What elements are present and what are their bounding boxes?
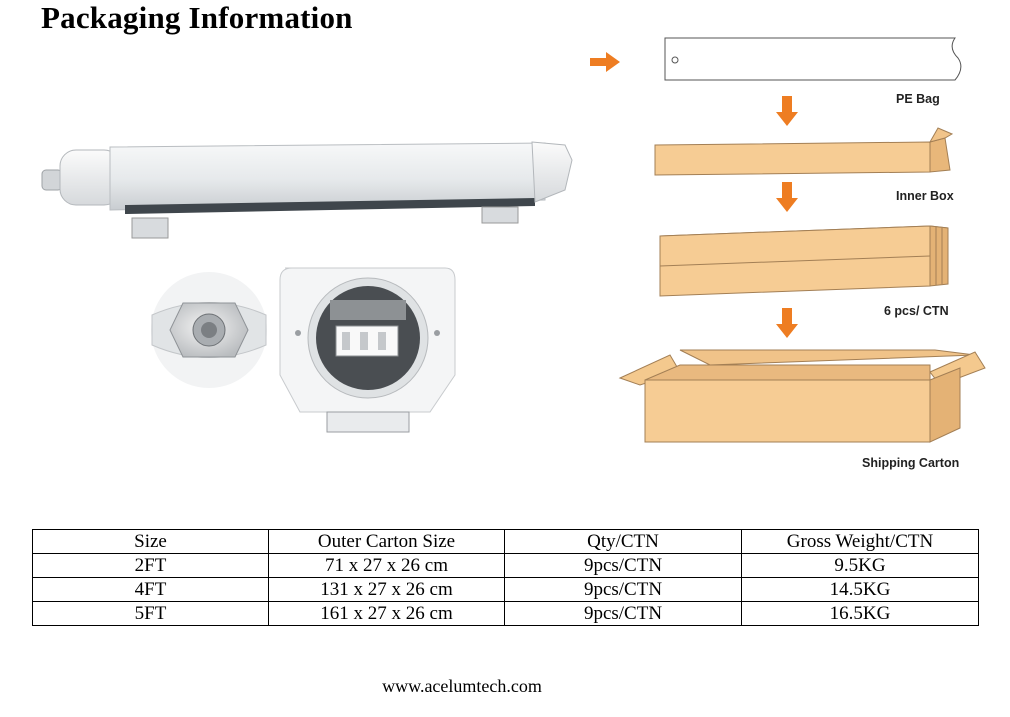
- table-header-row: Size Outer Carton Size Qty/CTN Gross Wei…: [32, 529, 979, 554]
- arrow-down-icon: [776, 308, 798, 338]
- table-row: 5FT 161 x 27 x 26 cm 9pcs/CTN 16.5KG: [32, 601, 979, 626]
- six-pcs-carton-graphic: [659, 225, 949, 297]
- step-label-inner-box: Inner Box: [896, 189, 954, 203]
- cell-outer-carton-size: 131 x 27 x 26 cm: [268, 577, 505, 602]
- tube-body: [109, 142, 546, 211]
- cell-outer-carton-size: 71 x 27 x 26 cm: [268, 553, 505, 578]
- cell-gross-weight: 16.5KG: [741, 601, 979, 626]
- header-outer-carton-size: Outer Carton Size: [268, 529, 505, 554]
- tube-base-strip: [125, 198, 535, 214]
- bracket: [326, 411, 410, 433]
- arrow-down-icon: [776, 96, 798, 126]
- led-tube-fixture: [41, 141, 573, 239]
- cell-qty-ctn: 9pcs/CTN: [504, 601, 742, 626]
- step-label-shipping-carton: Shipping Carton: [862, 456, 960, 470]
- step-label-six-pcs-ctn: 6 pcs/ CTN: [884, 304, 949, 318]
- cell-gross-weight: 14.5KG: [741, 577, 979, 602]
- pe-bag-graphic: [664, 37, 962, 81]
- cell-size: 5FT: [32, 601, 269, 626]
- mounting-clip-right: [481, 206, 519, 224]
- cable-gland-side: [41, 169, 63, 191]
- step-label-pe-bag: PE Bag: [896, 92, 940, 106]
- footer-website: www.acelumtech.com: [382, 676, 542, 696]
- cell-gross-weight: 9.5KG: [741, 553, 979, 578]
- cell-size: 4FT: [32, 577, 269, 602]
- header-size: Size: [32, 529, 269, 554]
- cell-qty-ctn: 9pcs/CTN: [504, 553, 742, 578]
- shipping-carton-graphic: [618, 349, 986, 443]
- arrow-down-icon: [776, 182, 798, 212]
- cell-size: 2FT: [32, 553, 269, 578]
- arrow-right-icon: [590, 52, 620, 72]
- end-cap-right: [531, 141, 573, 203]
- cable-gland-closeup: [151, 272, 267, 388]
- header-qty-ctn: Qty/CTN: [504, 529, 742, 554]
- packaging-spec-table: Size Outer Carton Size Qty/CTN Gross Wei…: [32, 529, 979, 626]
- page-title: Packaging Information: [41, 0, 353, 35]
- header-gross-weight-ctn: Gross Weight/CTN: [741, 529, 979, 554]
- inner-box-graphic: [654, 127, 954, 176]
- footer: www.acelumtech.com: [0, 676, 1010, 697]
- terminal-endcap-closeup: [279, 267, 456, 433]
- mounting-clip-left: [131, 217, 169, 239]
- table-row: 4FT 131 x 27 x 26 cm 9pcs/CTN 14.5KG: [32, 577, 979, 602]
- cell-qty-ctn: 9pcs/CTN: [504, 577, 742, 602]
- cell-outer-carton-size: 161 x 27 x 26 cm: [268, 601, 505, 626]
- table-row: 2FT 71 x 27 x 26 cm 9pcs/CTN 9.5KG: [32, 553, 979, 578]
